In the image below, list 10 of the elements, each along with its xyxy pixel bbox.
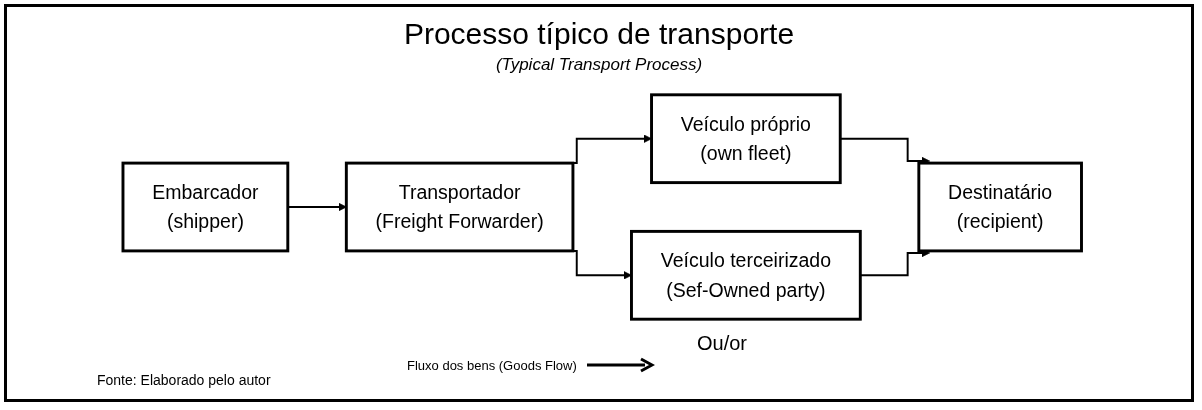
node-box: Transportador (Freight Forwarder) (344, 161, 575, 253)
node-box: Destinatário (recipient) (917, 161, 1083, 253)
legend-text: Fluxo dos bens (Goods Flow) (407, 357, 577, 373)
diagram-title: Processo típico de transporte (402, 17, 796, 51)
node-box: Veículo terceirizado (Sef-Owned party) (629, 229, 862, 321)
node-box: Embarcador (shipper) (121, 161, 290, 253)
alternative-label: Ou/or (697, 332, 748, 355)
subtitle: (Typical Transport Process) (494, 55, 704, 75)
node-box: Veículo próprio (own fleet) (649, 93, 842, 185)
source-note: Fonte: Elaborado pelo autor (97, 372, 271, 388)
